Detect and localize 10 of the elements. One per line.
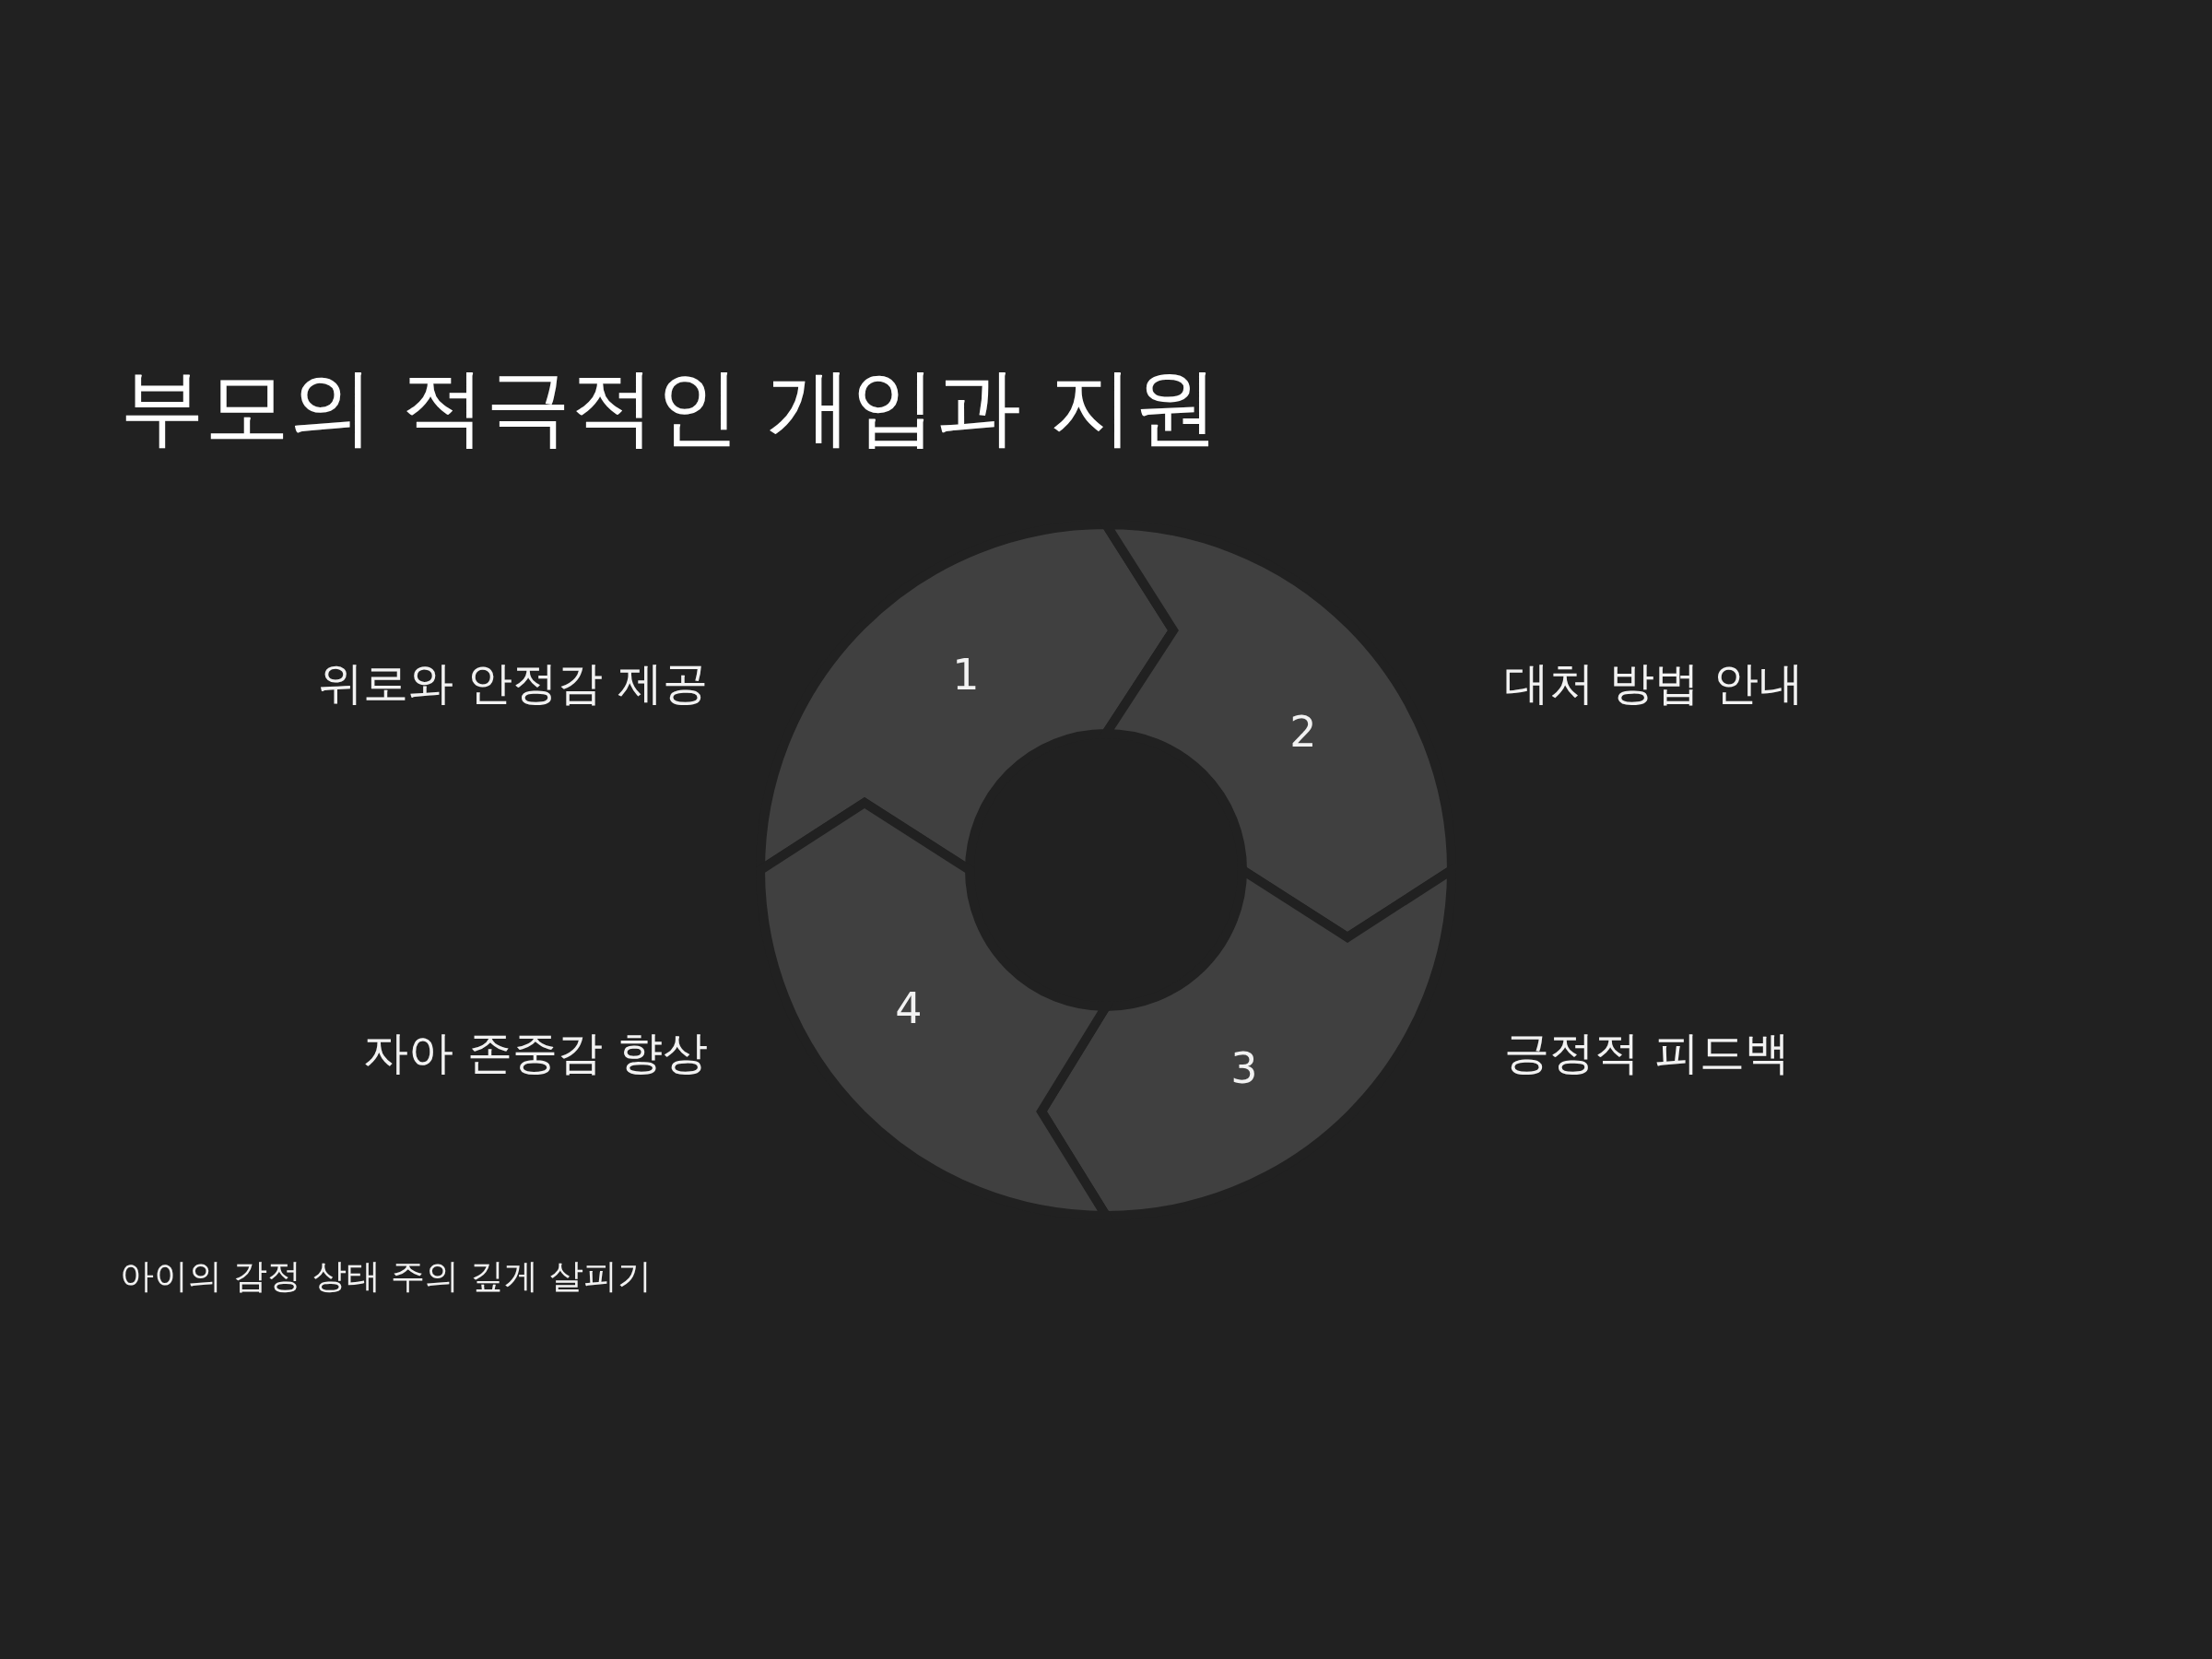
step-number: 4 <box>895 983 923 1033</box>
step-number: 2 <box>1289 707 1317 757</box>
step-number: 1 <box>952 650 980 700</box>
step-label: 자아 존중감 향상 <box>362 1026 708 1081</box>
step-number: 3 <box>1230 1043 1258 1093</box>
step-label: 위로와 안정감 제공 <box>317 656 708 712</box>
step-label: 대처 방법 안내 <box>1504 656 1805 712</box>
title: 부모의 적극적인 개입과 지원 <box>120 357 1218 458</box>
note-text: 아이의 감정 상태 주의 깊게 살피기 <box>120 1255 652 1298</box>
step-label: 긍정적 피드백 <box>1504 1026 1790 1081</box>
